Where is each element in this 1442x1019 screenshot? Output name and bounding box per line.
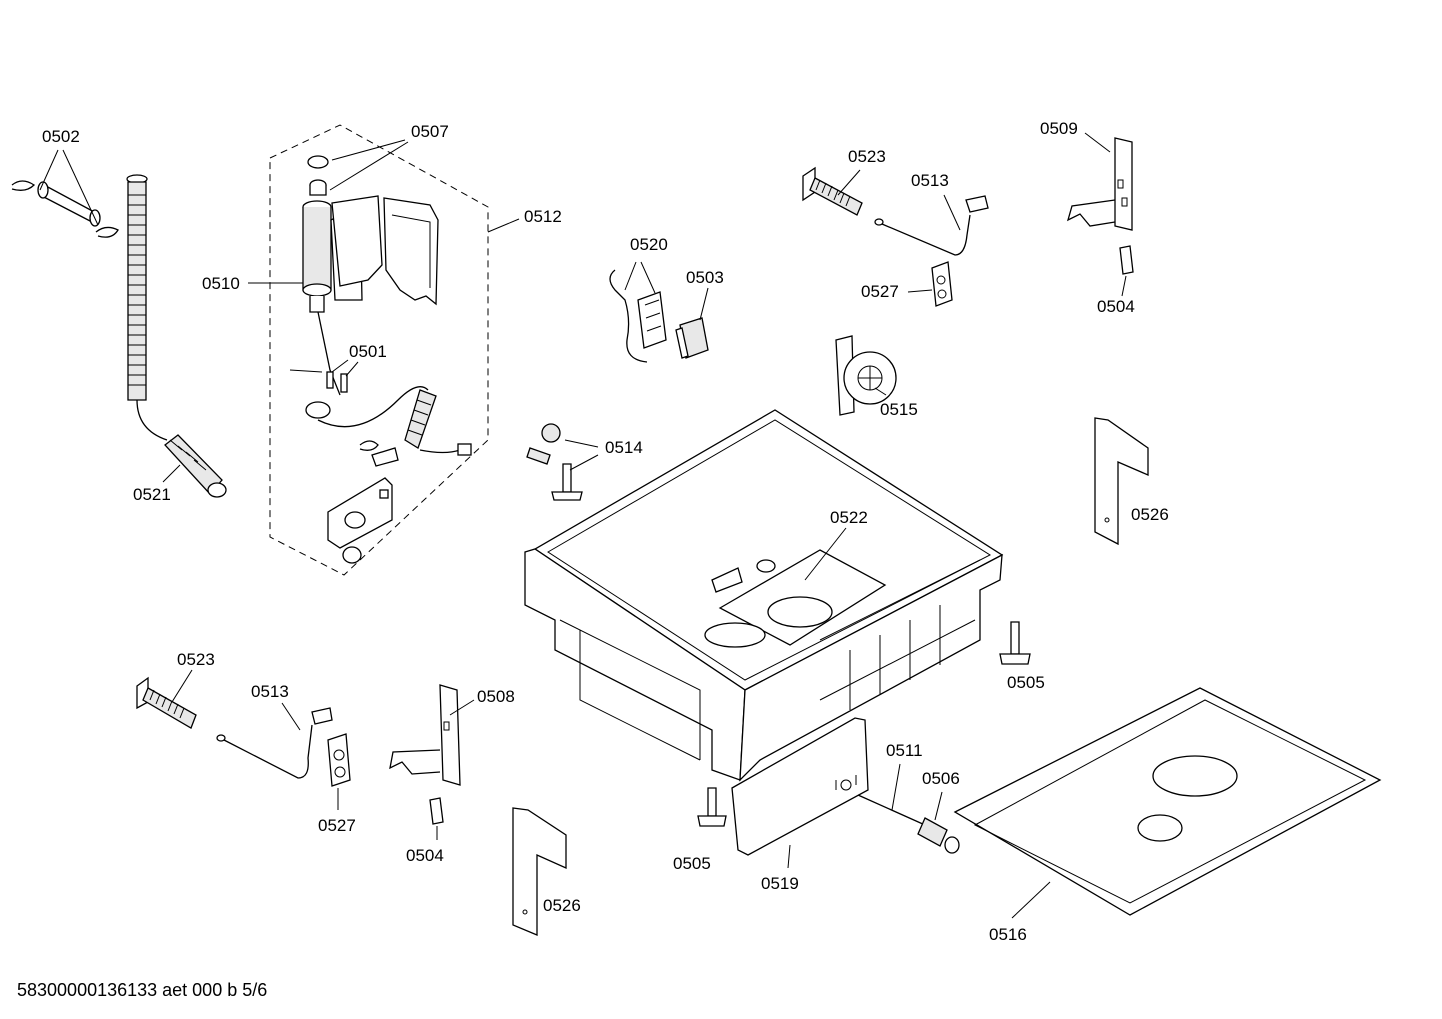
leader-0504-top	[1121, 275, 1127, 297]
leader-0515	[874, 387, 887, 396]
callout-0514: 0514	[605, 438, 643, 457]
part-0520-cable-harness	[609, 269, 667, 363]
callout-0510: 0510	[202, 274, 240, 293]
callout-0511: 0511	[886, 741, 923, 760]
part-0523-spring-top	[802, 166, 863, 216]
callout-0504-bottom: 0504	[406, 846, 444, 865]
callout-0509: 0509	[1040, 119, 1078, 138]
leader-0522	[804, 527, 847, 581]
part-0527-holder-bottom	[327, 733, 351, 787]
leader-0509	[1084, 132, 1111, 153]
callout-0523-bottom: 0523	[177, 650, 215, 669]
callout-0505-right: 0505	[1007, 673, 1045, 692]
leader-0503	[699, 287, 709, 321]
part-0504-clip-bottom	[429, 797, 444, 825]
callout-0526-bottom: 0526	[543, 896, 581, 915]
callout-0527-top: 0527	[861, 282, 899, 301]
part-bracket-low	[327, 477, 393, 564]
callout-0513-bottom: 0513	[251, 682, 289, 701]
leader-0514	[564, 439, 599, 471]
part-0523-spring-bottom	[136, 676, 197, 729]
part-0505-screw-bottom	[697, 787, 727, 827]
part-0501-sensor-pins	[326, 371, 348, 393]
part-0526-plate-top	[1094, 417, 1149, 546]
part-0511-rod	[857, 794, 926, 826]
leader-0520	[624, 261, 656, 294]
leader-0519	[787, 844, 791, 869]
leader-0513-top	[943, 194, 961, 231]
part-0508-bracket	[389, 684, 461, 786]
leader-0508	[449, 699, 475, 716]
part-0506-plug	[917, 817, 960, 854]
part-0513-cable-top	[874, 195, 989, 256]
part-0509-bracket	[1066, 137, 1133, 231]
callout-0505-bottom: 0505	[673, 854, 711, 873]
part-0505-screw-right	[999, 621, 1031, 665]
part-0515-pump	[835, 335, 897, 416]
callout-0515: 0515	[880, 400, 918, 419]
part-0526-plate-bottom	[512, 807, 567, 936]
callout-0522: 0522	[830, 508, 868, 527]
callout-0506: 0506	[922, 769, 960, 788]
part-0527-holder-top	[931, 261, 953, 307]
document-reference-footer: 58300000136133 aet 000 b 5/6	[17, 980, 268, 1000]
callout-0502: 0502	[42, 127, 80, 146]
callout-0513-top: 0513	[911, 171, 949, 190]
callout-0527-bottom: 0527	[318, 816, 356, 835]
part-0503-connector	[675, 317, 709, 359]
leader-0502	[39, 149, 99, 226]
assembly-outline	[269, 124, 489, 576]
leader-0521	[162, 464, 181, 483]
part-0507-caps	[307, 155, 329, 196]
callout-0523-top: 0523	[848, 147, 886, 166]
part-0522-base-tray	[524, 409, 1004, 782]
part-0513-cable-bottom	[216, 707, 333, 779]
callout-0512: 0512	[524, 207, 562, 226]
part-0521-drain-hose	[126, 174, 227, 498]
part-0519-panel	[731, 717, 869, 856]
callout-0520: 0520	[630, 235, 668, 254]
leader-0527-top	[907, 289, 933, 293]
leader-0511	[891, 763, 901, 811]
leader-0506	[934, 791, 943, 821]
part-0516-base-plate	[953, 687, 1382, 916]
leader-0507	[329, 139, 409, 191]
leader-0501	[289, 359, 359, 377]
leader-0523-top	[837, 169, 861, 196]
leader-0512	[487, 218, 520, 233]
callout-0504-top: 0504	[1097, 297, 1135, 316]
callout-0501: 0501	[349, 342, 387, 361]
part-0512-housing	[331, 195, 439, 306]
callout-0503: 0503	[686, 268, 724, 287]
part-0504-clip-top	[1119, 245, 1134, 275]
part-0502-hose-with-clamps	[11, 180, 119, 238]
callout-0521: 0521	[133, 485, 171, 504]
leader-0523-bottom	[171, 669, 193, 703]
callout-0516: 0516	[989, 925, 1027, 944]
callout-0507: 0507	[411, 122, 449, 141]
callout-0508: 0508	[477, 687, 515, 706]
part-pressure-hose	[317, 386, 472, 467]
callout-0519: 0519	[761, 874, 799, 893]
part-0514-gear-screw	[526, 423, 583, 501]
callout-0526-top: 0526	[1131, 505, 1169, 524]
leader-0516	[1011, 881, 1051, 919]
leader-0513-bottom	[281, 702, 301, 731]
